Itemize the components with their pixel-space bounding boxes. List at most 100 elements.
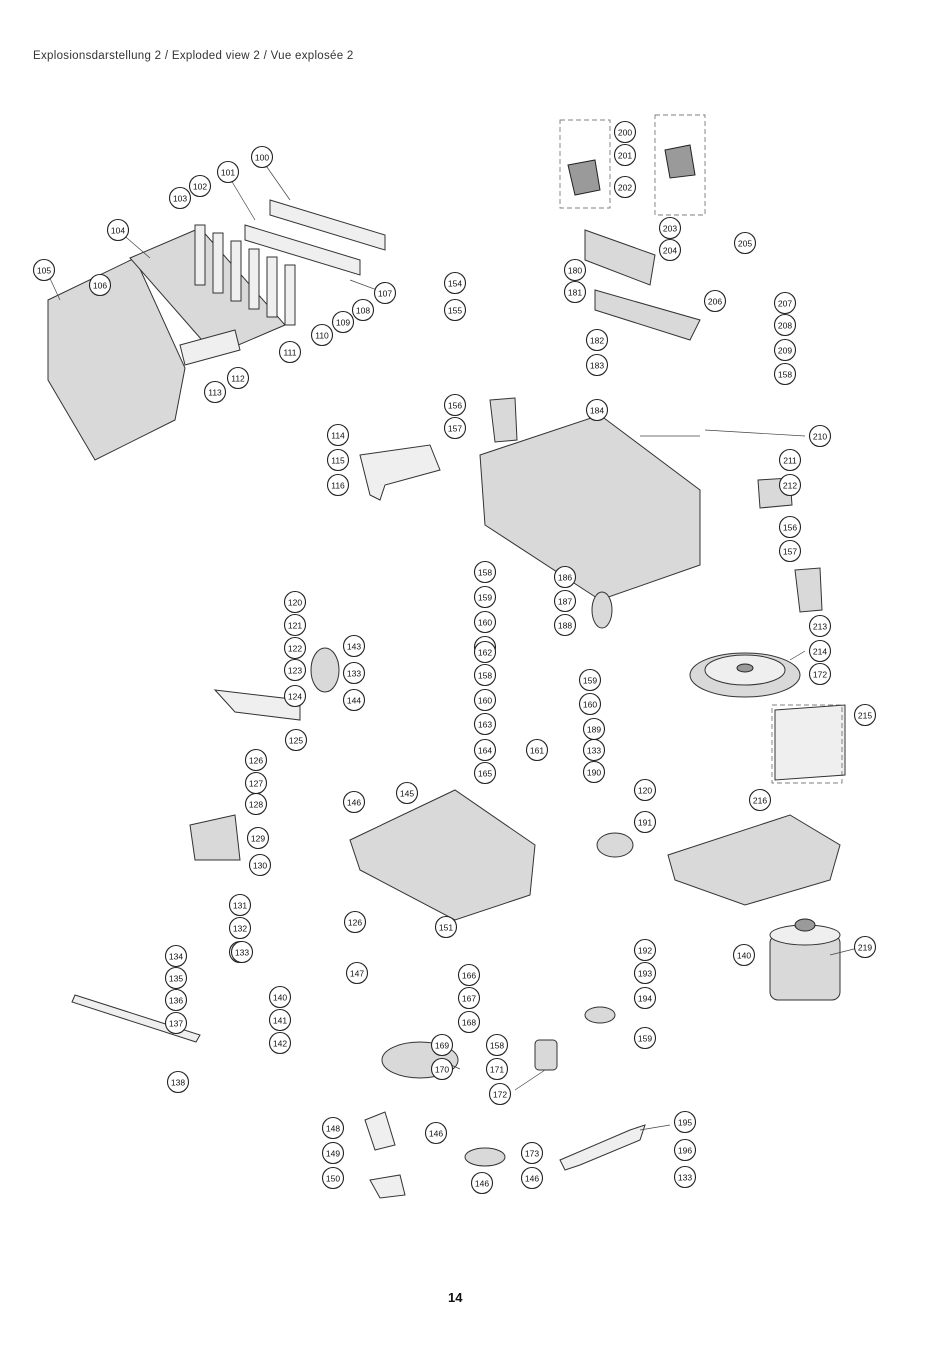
rail-101 (244, 224, 361, 276)
callout-bubble: 116 (326, 473, 350, 497)
callout-bubble: 159 (578, 668, 602, 692)
callout-bubble: 126 (343, 910, 367, 934)
callout-circle (773, 362, 797, 386)
callout-bubble: 157 (778, 539, 802, 563)
callout-label: 131 (233, 901, 247, 911)
callout-label: 195 (678, 1118, 692, 1128)
callout-label: 167 (462, 994, 476, 1004)
callout-bubble: 133 (673, 1165, 697, 1189)
callout-label: 102 (193, 182, 207, 192)
callouts: 1001011021031041051061071081091101111121… (32, 120, 877, 1195)
callout-circle (778, 539, 802, 563)
callout-circle (473, 688, 497, 712)
callout-bubble: 146 (470, 1171, 494, 1195)
callout-label: 126 (348, 918, 362, 928)
callout-circle (778, 473, 802, 497)
callout-label: 164 (478, 746, 492, 756)
callout-circle (473, 610, 497, 634)
callout-label: 146 (429, 1129, 443, 1139)
callout-label: 214 (813, 647, 827, 657)
callout-label: 107 (378, 289, 392, 299)
callout-label: 191 (638, 818, 652, 828)
callout-label: 103 (173, 194, 187, 204)
callout-bubble: 141 (268, 1008, 292, 1032)
callout-label: 190 (587, 768, 601, 778)
callout-label: 189 (587, 725, 601, 735)
callout-circle (485, 1057, 509, 1081)
callout-label: 163 (478, 720, 492, 730)
callout-label: 101 (221, 168, 235, 178)
callout-circle (658, 238, 682, 262)
callout-bubble: 123 (283, 658, 307, 682)
callout-label: 204 (663, 246, 677, 256)
guide-157 (794, 567, 823, 613)
callout-circle (345, 961, 369, 985)
callout-bubble: 186 (553, 565, 577, 589)
callout-bubble: 170 (430, 1057, 454, 1081)
callout-label: 166 (462, 971, 476, 981)
callout-label: 111 (284, 348, 297, 358)
callout-label: 181 (568, 288, 582, 298)
callout-circle (395, 781, 419, 805)
callout-circle (585, 328, 609, 352)
callout-label: 188 (558, 621, 572, 631)
callout-circle (424, 1121, 448, 1145)
callout-bubble: 135 (164, 966, 188, 990)
callout-bubble: 129 (246, 826, 270, 850)
callout-bubble: 182 (585, 328, 609, 352)
callout-circle (853, 935, 877, 959)
lever-115 (359, 444, 441, 501)
callout-circle (268, 1008, 292, 1032)
callout-bubble: 144 (342, 688, 366, 712)
callout-label: 150 (326, 1174, 340, 1184)
callout-circle (88, 273, 112, 297)
callout-bubble: 169 (430, 1033, 454, 1057)
page-title: Explosionsdarstellung 2 / Exploded view … (33, 50, 354, 62)
callout-circle (808, 639, 832, 663)
callout-bubble: 219 (853, 935, 877, 959)
callout-bubble: 126 (244, 748, 268, 772)
callout-circle (216, 160, 240, 184)
callout-circle (703, 289, 727, 313)
callout-circle (443, 416, 467, 440)
callout-label: 173 (525, 1149, 539, 1159)
callout-label: 162 (478, 648, 492, 658)
callout-bubble: 115 (326, 448, 350, 472)
callout-label: 156 (783, 523, 797, 533)
callout-bubble: 154 (443, 271, 467, 295)
callout-circle (326, 473, 350, 497)
callout-circle (778, 515, 802, 539)
callout-label: 160 (478, 696, 492, 706)
callout-circle (164, 1011, 188, 1035)
callout-circle (613, 175, 637, 199)
callout-circle (203, 380, 227, 404)
callout-circle (457, 1010, 481, 1034)
callout-bubble: 106 (88, 273, 112, 297)
callout-circle (32, 258, 56, 282)
callout-bubble: 151 (434, 915, 458, 939)
callout-bubble: 124 (283, 684, 307, 708)
callout-circle (488, 1082, 512, 1106)
callout-bubble: 150 (321, 1166, 345, 1190)
callout-circle (228, 916, 252, 940)
callout-bubble: 184 (585, 398, 609, 422)
callout-bubble: 112 (226, 366, 250, 390)
callout-label: 133 (678, 1173, 692, 1183)
callout-label: 132 (233, 924, 247, 934)
reel-187 (591, 591, 613, 629)
callout-label: 138 (171, 1078, 185, 1088)
callout-label: 113 (208, 388, 222, 398)
callout-circle (773, 291, 797, 315)
callout-bubble: 206 (703, 289, 727, 313)
callout-bubble: 205 (733, 231, 757, 255)
callout-circle (808, 662, 832, 686)
callout-circle (373, 281, 397, 305)
callout-circle (773, 338, 797, 362)
callout-label: 215 (858, 711, 872, 721)
callout-label: 205 (738, 239, 752, 249)
callout-bubble: 157 (443, 416, 467, 440)
callout-bubble: 131 (228, 893, 252, 917)
callout-label: 115 (331, 456, 345, 466)
callout-circle (473, 585, 497, 609)
callout-bubble: 140 (268, 985, 292, 1009)
